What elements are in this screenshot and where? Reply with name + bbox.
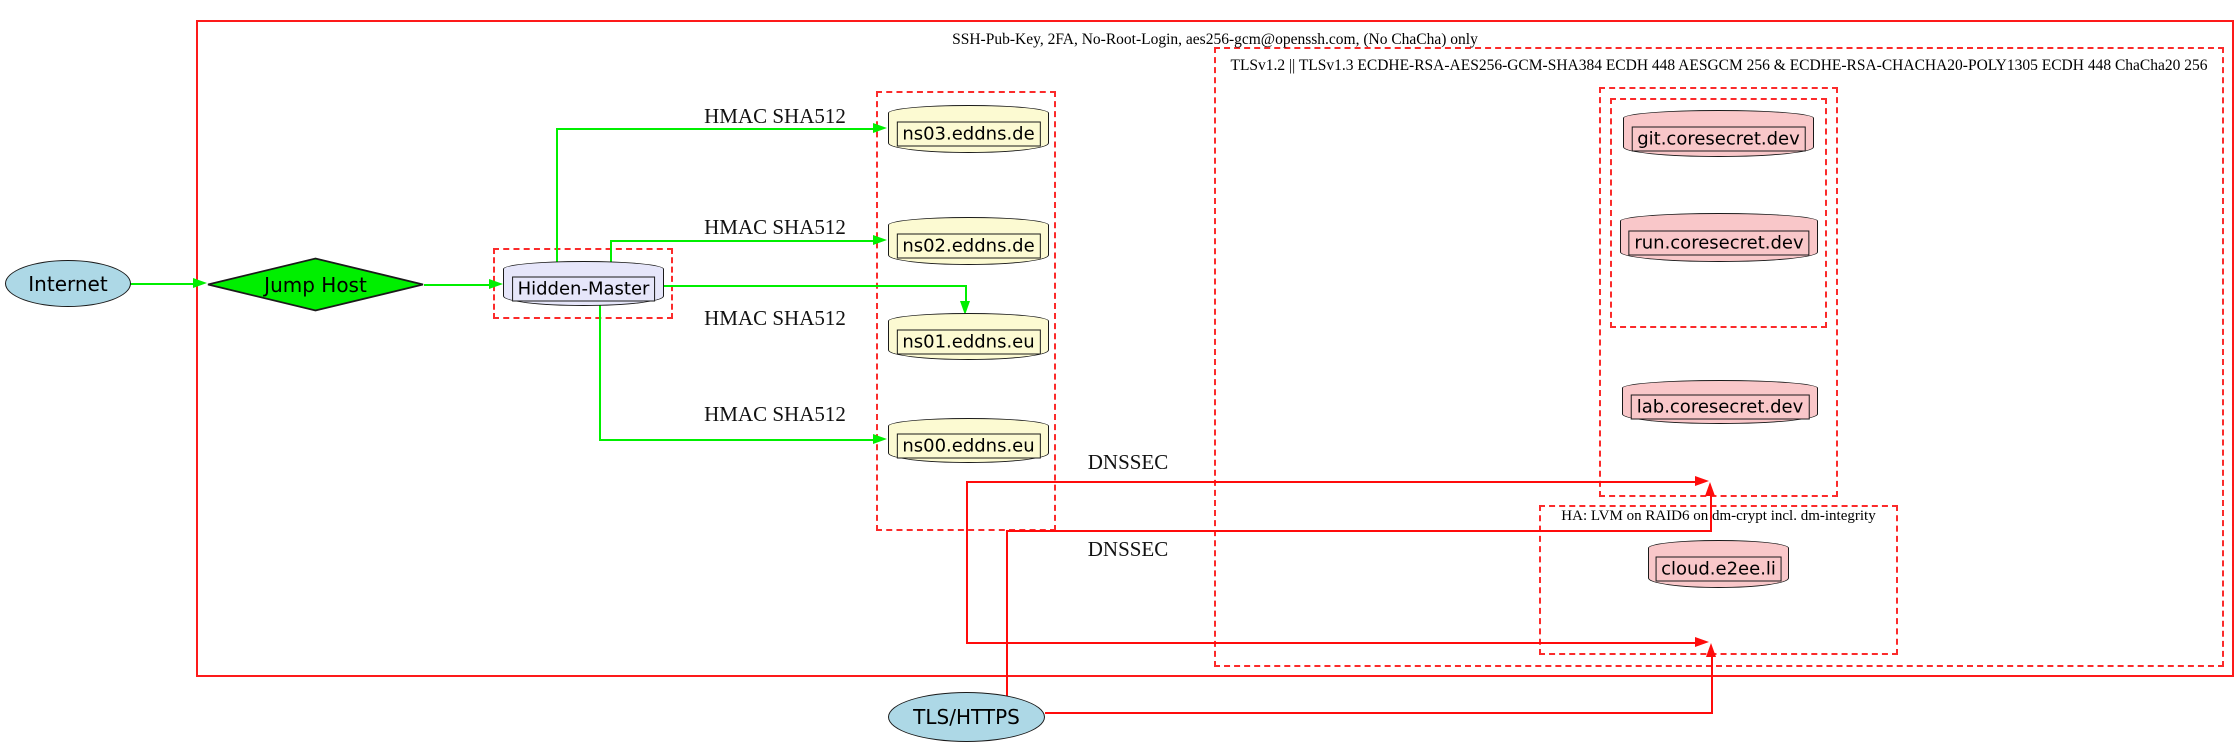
node-ns03-label: ns03.eddns.de <box>896 121 1041 147</box>
node-internet: Internet <box>5 260 131 307</box>
ssh-cluster-label: SSH-Pub-Key, 2FA, No-Root-Login, aes256-… <box>952 31 1478 48</box>
edge-internet-jumphost <box>130 283 194 285</box>
node-internet-label: Internet <box>28 271 108 296</box>
node-cloud: cloud.e2ee.li <box>1648 540 1789 588</box>
node-ns00: ns00.eddns.eu <box>888 418 1049 463</box>
node-tls-https-label: TLS/HTTPS <box>913 705 1020 729</box>
tls-cluster-label: TLSv1.2 || TLSv1.3 ECDHE-RSA-AES256-GCM-… <box>1230 57 2208 74</box>
arrowhead-internet-jumphost <box>193 278 207 288</box>
arrowhead-ns02 <box>873 235 887 245</box>
edge-master-ns02-v <box>610 240 612 262</box>
edge-label-dnssec-1: DNSSEC <box>1087 450 1169 474</box>
node-ns02: ns02.eddns.de <box>888 217 1049 265</box>
arrowhead-tls-coresecret <box>1705 482 1715 496</box>
edge-label-dnssec-2: DNSSEC <box>1087 537 1169 561</box>
arrowhead-dns-coresecret <box>1695 476 1709 486</box>
node-git-label: git.coresecret.dev <box>1631 126 1806 151</box>
node-run: run.coresecret.dev <box>1620 213 1818 262</box>
arrowhead-dns-ha <box>1695 637 1709 647</box>
edge-master-ns01-h <box>664 285 967 287</box>
node-jump-host-label: Jump Host <box>264 272 367 297</box>
edge-dns-ha-v <box>966 481 968 644</box>
node-hidden-master: Hidden-Master <box>503 261 664 306</box>
edge-label-hmac-ns03: HMAC SHA512 <box>704 104 846 128</box>
edge-label-hmac-ns00: HMAC SHA512 <box>704 402 846 426</box>
edge-tls-coresecret-h <box>1006 530 1712 532</box>
node-ns01: ns01.eddns.eu <box>888 313 1049 360</box>
edge-master-ns03-h <box>556 128 874 130</box>
node-cloud-label: cloud.e2ee.li <box>1655 556 1782 582</box>
node-ns02-label: ns02.eddns.de <box>896 233 1041 259</box>
arrowhead-jumphost-hiddenmaster <box>489 279 503 289</box>
edge-master-ns01-v <box>965 285 967 302</box>
edge-tls-coresecret-v <box>1710 495 1712 532</box>
node-ns03: ns03.eddns.de <box>888 105 1049 153</box>
edge-master-ns02-h <box>610 240 874 242</box>
edge-tls-coresecret-stem <box>1006 530 1008 696</box>
edge-label-hmac-ns02: HMAC SHA512 <box>704 215 846 239</box>
node-lab-label: lab.coresecret.dev <box>1630 394 1810 420</box>
node-hidden-master-label: Hidden-Master <box>511 276 656 301</box>
node-tls-https: TLS/HTTPS <box>888 692 1045 742</box>
node-run-label: run.coresecret.dev <box>1628 230 1810 255</box>
edge-label-hmac-ns01: HMAC SHA512 <box>704 306 846 330</box>
edge-dns-coresecret-h <box>966 481 1696 483</box>
arrowhead-ns00 <box>873 434 887 444</box>
arrowhead-ns01 <box>960 301 970 315</box>
ha-cluster-box <box>1539 505 1898 655</box>
coresecret-cluster-box <box>1599 87 1838 497</box>
node-ns01-label: ns01.eddns.eu <box>896 329 1041 354</box>
edge-jumphost-hiddenmaster <box>424 284 490 286</box>
edge-master-ns00-v <box>599 304 601 441</box>
edge-tls-ha-h <box>1045 712 1713 714</box>
node-jump-host: Jump Host <box>206 257 425 312</box>
ssh-cluster-box <box>196 20 2234 677</box>
edge-tls-ha-v <box>1711 656 1713 714</box>
node-lab: lab.coresecret.dev <box>1622 380 1818 424</box>
coresecret-inner-cluster-box <box>1610 98 1827 328</box>
diamond-shape <box>207 257 424 312</box>
edge-master-ns00-h <box>599 439 874 441</box>
edge-dns-ha-h <box>966 642 1696 644</box>
arrowhead-tls-ha <box>1706 643 1716 657</box>
node-ns00-label: ns00.eddns.eu <box>896 433 1041 458</box>
ha-cluster-label: HA: LVM on RAID6 on dm-crypt incl. dm-in… <box>1561 508 1876 524</box>
tls-cluster-box <box>1214 47 2224 667</box>
edge-master-ns03-v <box>556 129 558 262</box>
node-git: git.coresecret.dev <box>1623 110 1814 157</box>
arrowhead-ns03 <box>873 123 887 133</box>
